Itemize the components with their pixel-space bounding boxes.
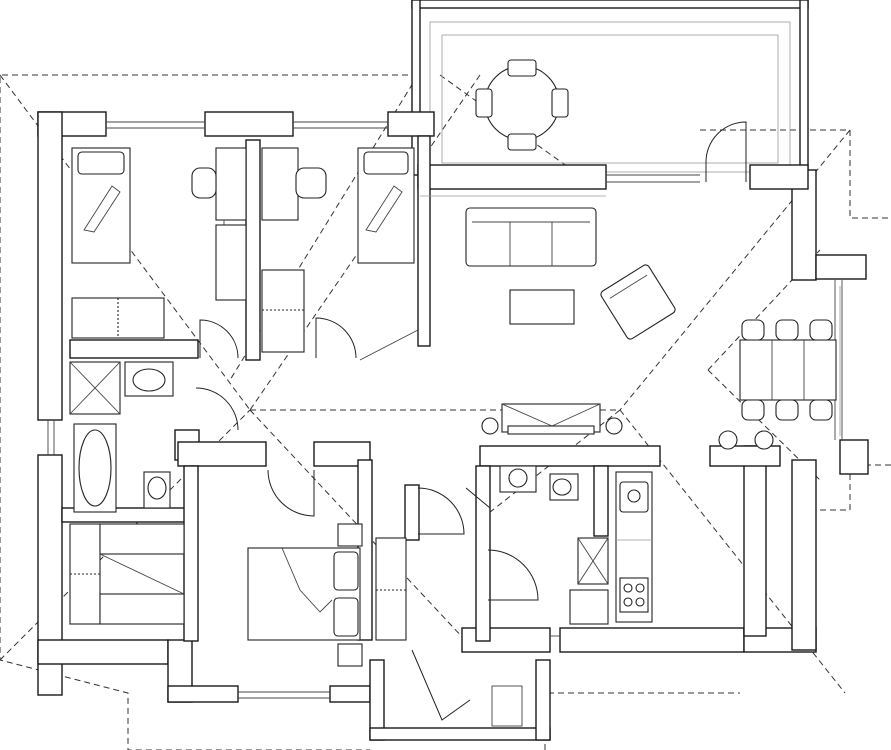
doors [195,317,539,721]
bathroom-main [69,361,174,513]
dressing-room [69,523,185,625]
terrace-dining-table [475,59,569,151]
bedroom-1 [71,147,247,339]
bathroom-small [499,465,579,501]
dining-area [718,319,837,450]
bedroom-2 [261,147,415,353]
interior-walls [61,135,781,642]
kitchen [569,471,653,625]
windows [420,195,841,436]
exterior-walls [37,111,869,741]
living-room [465,207,676,435]
master-bedroom [247,523,407,667]
